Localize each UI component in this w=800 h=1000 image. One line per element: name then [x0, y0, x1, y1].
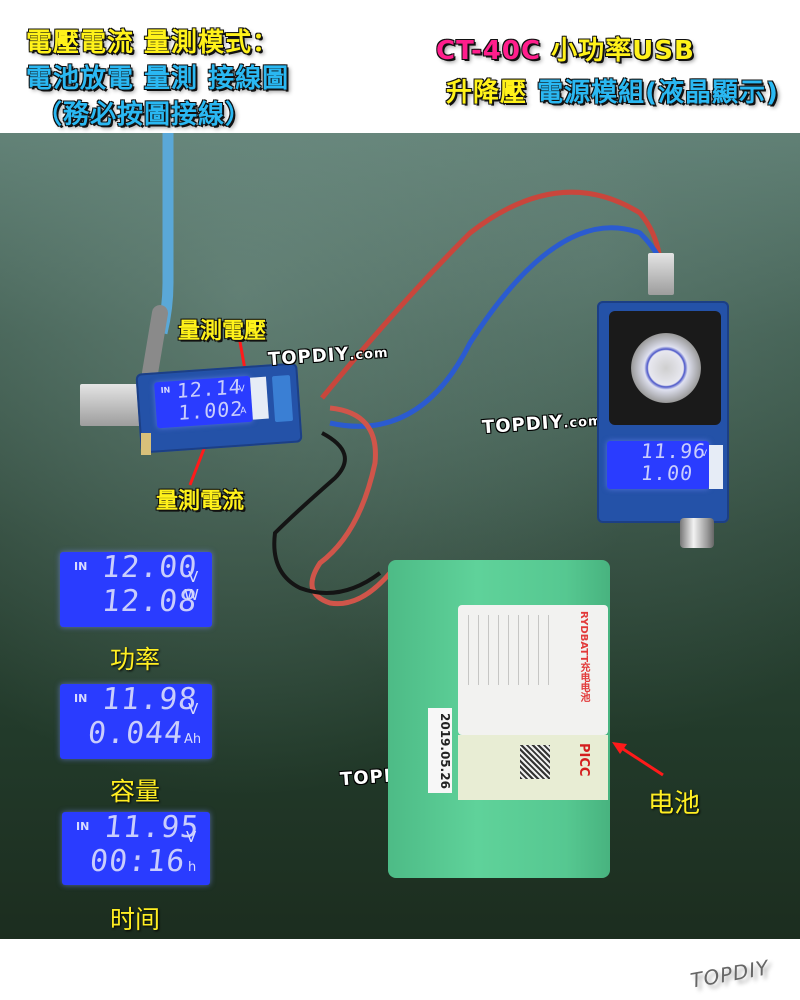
load-adjust-knob[interactable] — [680, 518, 714, 548]
screw-terminal — [271, 374, 294, 423]
header-right-line2-cyan: 電源模組(液晶顯示) — [536, 77, 779, 108]
readout-time-lcd: IN 11.95 V 00:16 h — [62, 810, 210, 885]
electronic-load-module: 11.96 V 1.00 — [597, 301, 729, 523]
battery-brand: RYDBATT充电电池 — [578, 611, 589, 703]
readout-time: IN 11.95 V 00:16 h 时间 — [62, 810, 212, 942]
header-left-line3: （務必按圖接線） — [35, 99, 253, 130]
readout-time-caption: 时间 — [110, 905, 161, 934]
usb-boost-buck-module: IN 12.14 V 1.002 A — [135, 362, 303, 454]
usb-plug — [80, 384, 142, 426]
load-current-value: 1.00 — [639, 461, 695, 485]
battery-date-tag: 2019.05.26 — [428, 708, 452, 793]
lcd-current-value: 1.002 — [177, 396, 244, 425]
wires-illustration — [142, 133, 669, 777]
header: 電壓電流 量測模式： 電池放電 量測 接線圖 （務必按圖接線） CT-40C 小… — [0, 0, 800, 133]
readout-capacity: IN 11.98 V 0.044 Ah 容量 — [60, 682, 212, 814]
qr-code-icon — [520, 745, 550, 779]
header-right-line1: CT-40C 小功率USB — [435, 35, 695, 66]
readout-power-caption: 功率 — [110, 645, 161, 674]
lcd-current-unit: A — [239, 406, 247, 417]
footer-brand: TOPDIY — [688, 955, 772, 993]
usb-module-lcd: IN 12.14 V 1.002 A — [154, 374, 254, 429]
picc-logo: PICC — [576, 743, 591, 777]
lcd-backlight-tab — [249, 376, 269, 420]
wiring-photo: IN 12.14 V 1.002 A 量測電壓 量測電流 TOPDIY.com … — [0, 133, 800, 939]
lcd-in-label: IN — [160, 385, 171, 396]
load-lcd: 11.96 V 1.00 — [607, 439, 709, 489]
picc-sticker: PICC — [458, 735, 608, 800]
cooling-fan — [609, 311, 721, 425]
readout-capacity-lcd: IN 11.98 V 0.044 Ah — [60, 682, 212, 759]
battery-pack: RYDBATT充电电池 PICC 2019.05.26 — [388, 560, 610, 878]
header-right-line2: 升降壓 電源模組(液晶顯示) — [445, 77, 779, 108]
readout-power-lcd: IN 12.00 V 12.08 W — [60, 550, 212, 627]
battery-label: RYDBATT充电电池 — [458, 605, 608, 735]
potentiometer — [141, 433, 151, 455]
battery-spec-lines — [468, 615, 558, 685]
readout-capacity-caption: 容量 — [110, 777, 161, 806]
load-usb-plug — [648, 253, 674, 295]
measure-current-label: 量測電流 — [155, 489, 245, 515]
measure-voltage-label: 量測電壓 — [177, 319, 267, 345]
header-left-line2: 電池放電 量測 接線圖 — [25, 63, 290, 94]
model-name: CT-40C — [435, 35, 542, 66]
fan-hub-icon — [631, 333, 701, 403]
load-lcd-backlight-tab — [709, 445, 723, 489]
header-right-line1-rest: 小功率USB — [541, 35, 695, 66]
load-voltage-value: 11.96 — [639, 439, 708, 463]
readout-power: IN 12.00 V 12.08 W 功率 — [60, 550, 212, 682]
battery-label-text: 电池 — [648, 789, 701, 819]
header-right-line2-yellow: 升降壓 — [445, 77, 538, 108]
lcd-voltage-unit: V — [238, 384, 246, 395]
header-left-line1: 電壓電流 量測模式： — [25, 27, 280, 58]
load-voltage-unit: V — [701, 449, 708, 459]
